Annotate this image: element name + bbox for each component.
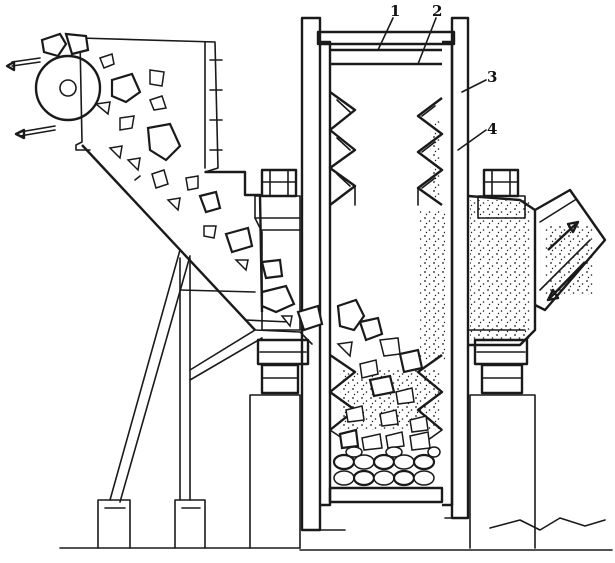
left-pedestal [249, 168, 310, 549]
callout-label-3: 3 [487, 68, 497, 86]
ore-rocks [40, 32, 324, 332]
callout-label-1: 1 [390, 2, 400, 20]
callout-labels: 1 2 3 4 [390, 2, 497, 138]
callout-leaders [377, 17, 487, 151]
feed-hopper [5, 37, 313, 345]
grinding-charge [332, 298, 441, 487]
support-legs [97, 249, 263, 549]
ground [59, 517, 613, 551]
callout-label-2: 2 [432, 2, 442, 20]
feed-roller [5, 54, 102, 140]
mill-drum [259, 16, 470, 532]
callout-label-4: 4 [487, 120, 497, 138]
